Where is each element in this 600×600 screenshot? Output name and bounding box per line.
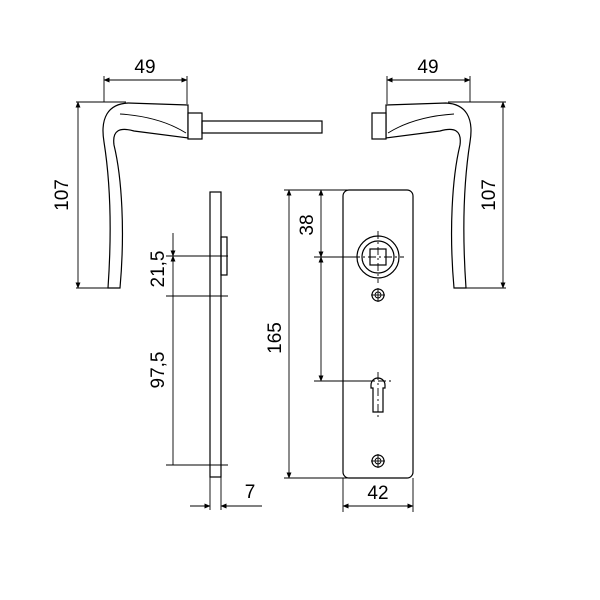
dim-right-width-label: 49 (417, 57, 438, 78)
screw-top (371, 288, 385, 302)
screw-bottom (371, 454, 385, 468)
dim-left-height: 107 (52, 101, 126, 289)
keyhole (362, 372, 394, 420)
dim-plate-width-label: 42 (367, 483, 388, 504)
dim-right-height: 107 (448, 101, 506, 289)
dim-thickness: 7 (190, 477, 262, 510)
dim-thickness-label: 7 (245, 482, 256, 503)
dim-lower-segment-label: 97,5 (148, 352, 169, 389)
dim-front-vertical: 165 38 (265, 189, 372, 479)
dim-side-segments: 21,5 97,5 (148, 233, 228, 466)
dim-left-width-label: 49 (134, 57, 155, 78)
dim-plate-width: 42 (342, 478, 414, 512)
dim-rose-offset-label: 38 (297, 214, 318, 235)
dim-upper-segment-label: 21,5 (148, 251, 169, 288)
dim-right-width: 49 (386, 57, 471, 104)
left-lever-handle (102, 102, 323, 289)
right-lever-handle (371, 102, 472, 289)
backplate-side-view (209, 191, 228, 478)
backplate-front-view (342, 189, 414, 479)
dim-left-height-label: 107 (52, 179, 73, 211)
dim-right-height-label: 107 (479, 179, 500, 211)
dim-plate-height-label: 165 (265, 322, 286, 354)
dim-left-width: 49 (103, 57, 188, 104)
